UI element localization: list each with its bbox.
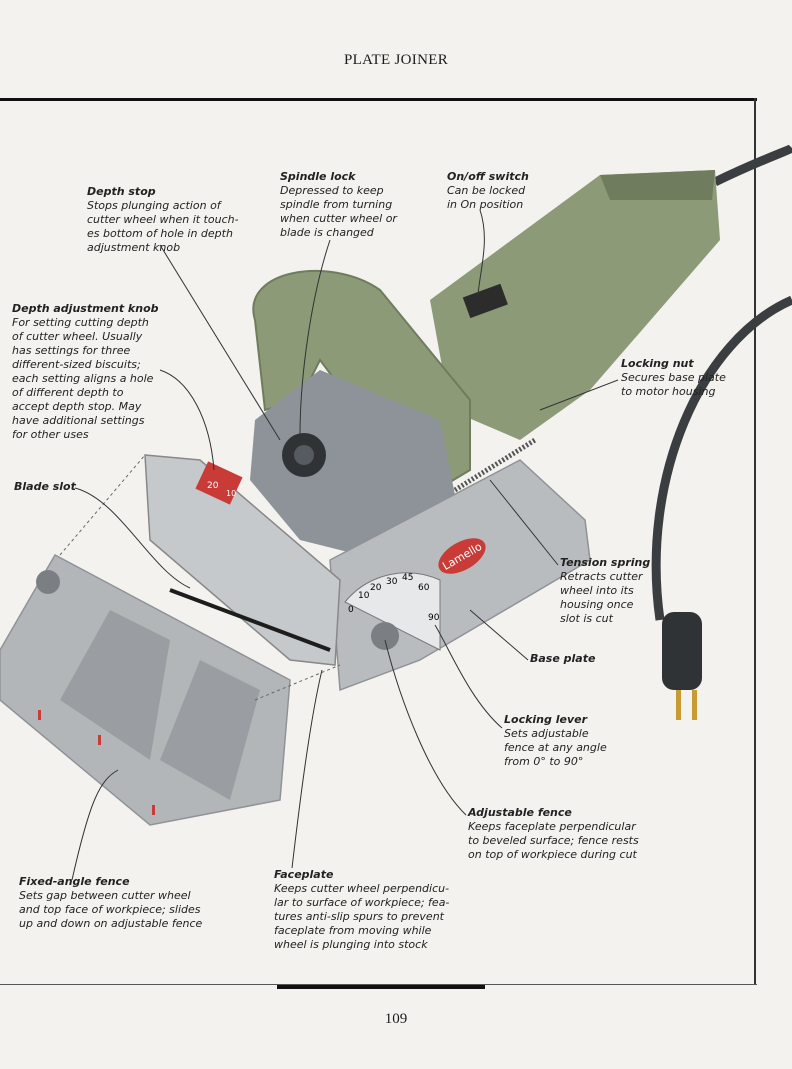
callout-title: Tension spring xyxy=(560,556,651,569)
faceplate xyxy=(144,454,341,666)
plug-prong xyxy=(692,690,697,720)
depth-setting-label: 20 xyxy=(207,481,219,491)
power-cord-loop xyxy=(651,295,792,621)
locking-lever-knob xyxy=(371,622,399,650)
bottom-rule-accent xyxy=(277,985,485,989)
depth-setting-small-label: 10 xyxy=(226,489,236,498)
angle-tick: 10 xyxy=(358,591,370,601)
angle-tick: 30 xyxy=(386,577,398,587)
angle-tick: 0 xyxy=(348,605,354,615)
callout-title: On/off switch xyxy=(447,170,529,183)
power-cord xyxy=(713,144,792,187)
callout-title: Adjustable fence xyxy=(468,806,572,819)
callout-desc: Depressed to keep spindle from turning w… xyxy=(280,184,397,239)
callout-title: Spindle lock xyxy=(280,170,356,183)
callout-title: Depth adjustment knob xyxy=(12,302,159,315)
leader-lines xyxy=(71,209,619,881)
page-title: PLATE JOINER xyxy=(343,52,448,68)
motor-vents xyxy=(600,170,715,200)
callout-on-off-switch: On/off switch Can be locked in On positi… xyxy=(447,170,577,212)
angle-scale xyxy=(344,572,441,651)
callout-desc: Can be locked in On position xyxy=(447,184,526,211)
plug-body xyxy=(662,612,702,690)
callout-depth-adjustment-knob: Depth adjustment knob For setting cuttin… xyxy=(12,302,182,442)
callout-spindle-lock: Spindle lock Depressed to keep spindle f… xyxy=(280,170,430,240)
callout-base-plate: Base plate xyxy=(530,652,630,666)
callout-title: Base plate xyxy=(530,652,596,665)
blade-slot xyxy=(169,588,331,652)
motor-housing xyxy=(430,170,720,440)
callout-title: Blade slot xyxy=(14,480,76,493)
callout-title: Fixed-angle fence xyxy=(19,875,130,888)
callout-desc: Secures base plate to motor housing xyxy=(621,371,726,398)
page-number: 109 xyxy=(384,1011,408,1027)
callout-adjustable-fence: Adjustable fence Keeps faceplate perpend… xyxy=(468,806,658,862)
callout-locking-nut: Locking nut Secures base plate to motor … xyxy=(621,357,751,399)
callout-title: Depth stop xyxy=(87,185,156,198)
callout-fixed-angle-fence: Fixed-angle fence Sets gap between cutte… xyxy=(19,875,229,931)
callout-desc: Sets gap between cutter wheel and top fa… xyxy=(19,889,203,930)
callout-locking-lever: Locking lever Sets adjustable fence at a… xyxy=(504,713,644,769)
on-off-switch-icon xyxy=(462,283,508,319)
depth-knob xyxy=(195,461,243,505)
callout-depth-stop: Depth stop Stops plunging action of cutt… xyxy=(87,185,262,255)
callout-desc: Keeps cutter wheel perpendicu- lar to su… xyxy=(274,882,450,951)
angle-tick: 60 xyxy=(418,583,430,593)
right-rule xyxy=(754,98,756,985)
fence-knob xyxy=(36,570,60,594)
callout-desc: Sets adjustable fence at any angle from … xyxy=(504,727,607,768)
callout-desc: Retracts cutter wheel into its housing o… xyxy=(560,570,643,625)
callout-tension-spring: Tension spring Retracts cutter wheel int… xyxy=(560,556,680,626)
callout-desc: Keeps faceplate perpendicular to beveled… xyxy=(468,820,639,861)
top-rule xyxy=(0,98,757,101)
callout-desc: For setting cutting depth of cutter whee… xyxy=(12,316,154,441)
brand-badge xyxy=(438,538,486,574)
angle-tick: 20 xyxy=(370,583,382,593)
callout-title: Faceplate xyxy=(274,868,334,881)
bottom-rule xyxy=(0,984,757,985)
gearbox xyxy=(250,370,460,560)
callout-title: Locking nut xyxy=(621,357,694,370)
callout-title: Locking lever xyxy=(504,713,587,726)
callout-blade-slot: Blade slot xyxy=(14,480,94,494)
angle-tick: 45 xyxy=(402,573,413,583)
callout-faceplate: Faceplate Keeps cutter wheel perpendicu-… xyxy=(274,868,459,952)
callout-desc: Stops plunging action of cutter wheel wh… xyxy=(87,199,239,254)
angle-tick: 90 xyxy=(428,613,440,623)
plug-prong xyxy=(676,690,681,720)
